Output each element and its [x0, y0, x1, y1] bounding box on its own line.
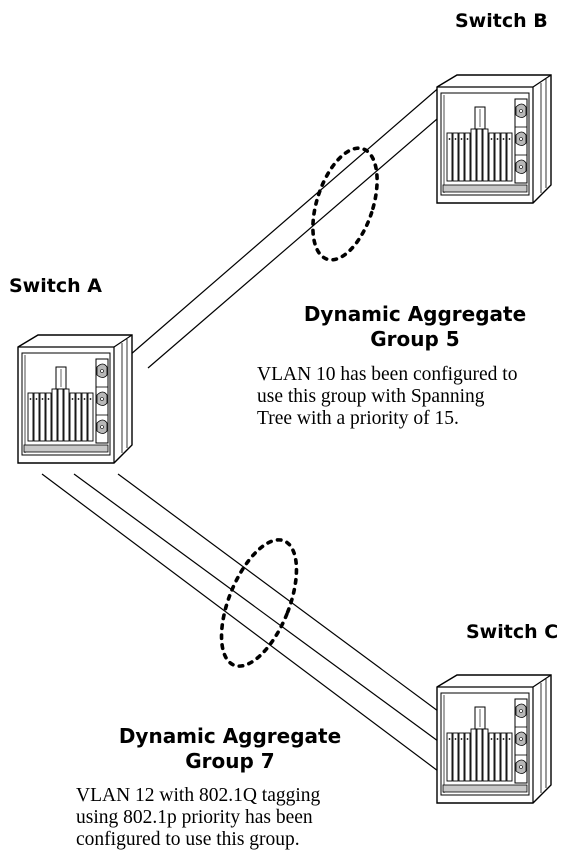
group7-desc-line3: configured to use this group.	[76, 829, 300, 850]
switch-a-label: Switch A	[9, 275, 102, 297]
link-a-c-3	[117, 473, 443, 715]
group7-description: VLAN 12 with 802.1Q tagging using 802.1p…	[76, 785, 320, 851]
link-group5	[129, 84, 445, 369]
group5-desc-line1: VLAN 10 has been configured to	[257, 364, 518, 385]
link-a-c-2	[73, 473, 443, 745]
switch-c-label: Switch C	[466, 621, 559, 643]
group7-title: Dynamic Aggregate Group 7	[97, 724, 363, 774]
group7-title-line1: Dynamic Aggregate	[118, 724, 342, 748]
group5-title: Dynamic Aggregate Group 5	[282, 302, 548, 352]
link-a-b-2	[147, 112, 445, 369]
switch-b-chassis	[436, 74, 552, 204]
link-a-b-1	[129, 84, 443, 356]
group7-desc-line1: VLAN 12 with 802.1Q tagging	[76, 785, 321, 806]
switch-b-label: Switch B	[455, 10, 548, 32]
group5-title-line2: Group 5	[370, 327, 460, 351]
group5-desc-line2: use this group with Spanning	[257, 386, 485, 407]
group5-desc-line3: Tree with a priority of 15.	[257, 408, 459, 429]
group5-description: VLAN 10 has been configured to use this …	[257, 364, 517, 430]
group7-desc-line2: using 802.1p priority has been	[76, 807, 313, 828]
aggregate-5-ellipse	[311, 146, 379, 262]
group7-title-line2: Group 7	[185, 749, 275, 773]
group5-title-line1: Dynamic Aggregate	[303, 302, 527, 326]
link-a-c-1	[41, 473, 443, 775]
link-group7	[41, 473, 443, 775]
switch-c-chassis	[436, 674, 552, 804]
switch-a-chassis	[17, 334, 133, 464]
aggregate-7-ellipse	[219, 538, 299, 668]
